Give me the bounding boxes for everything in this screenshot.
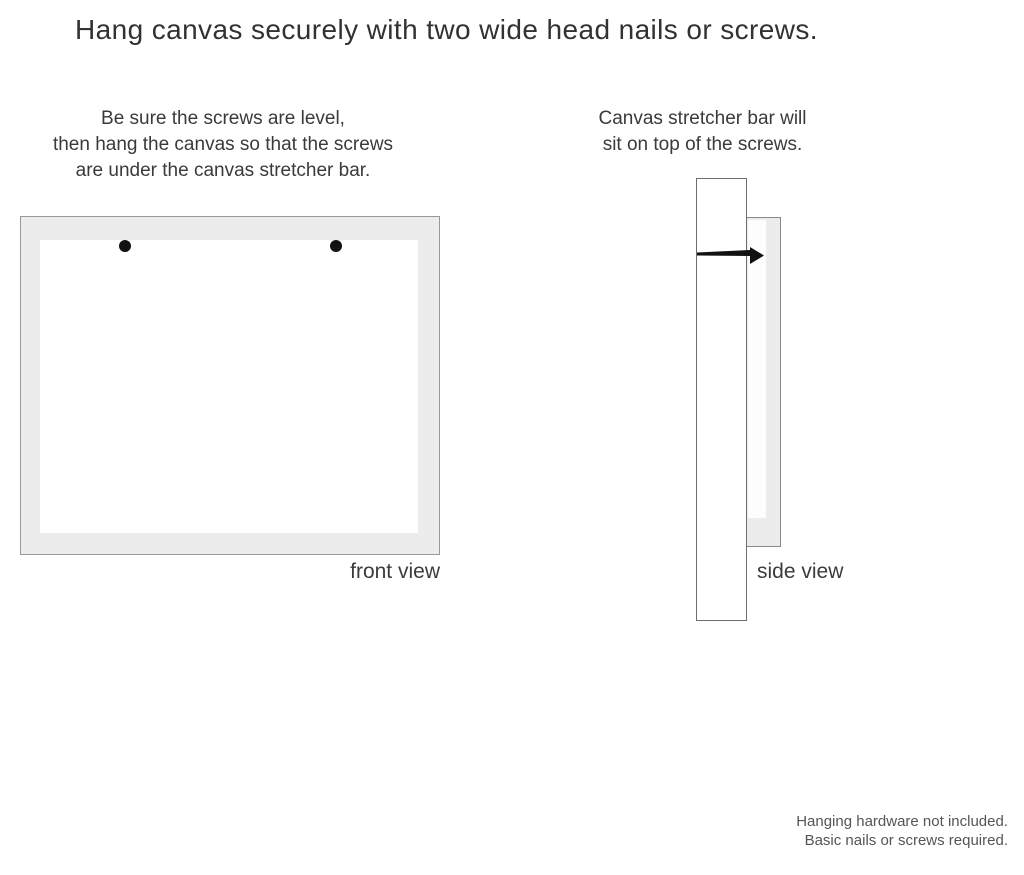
front-instructions-line-1: Be sure the screws are level,	[101, 108, 345, 129]
side-instructions-line-1: Canvas stretcher bar will	[598, 108, 807, 129]
front-instructions-line-3: are under the canvas stretcher bar.	[75, 160, 371, 181]
screw-right-icon	[330, 240, 342, 252]
side-view-label: side view	[757, 560, 844, 583]
front-view-diagram	[20, 216, 440, 555]
front-instructions-line-2: then hang the canvas so that the screws	[52, 134, 394, 155]
canvas-face-edge	[748, 220, 766, 518]
footnote-line-2: Basic nails or screws required.	[804, 832, 1008, 849]
screw-left-icon	[119, 240, 131, 252]
footnote-line-1: Hanging hardware not included.	[796, 813, 1008, 830]
side-instructions-line-2: sit on top of the screws.	[602, 134, 803, 155]
canvas-face	[40, 240, 418, 533]
hardware-footnote: Hanging hardware not included. Basic nai…	[796, 812, 1008, 850]
front-view-label: front view	[350, 560, 440, 583]
wide-head-nail-icon	[697, 247, 764, 264]
front-view-instructions: Be sure the screws are level, then hang …	[28, 106, 418, 184]
page-title: Hang canvas securely with two wide head …	[75, 14, 818, 45]
side-view-canvas-edge	[745, 217, 781, 547]
side-view-instructions: Canvas stretcher bar will sit on top of …	[560, 106, 845, 158]
